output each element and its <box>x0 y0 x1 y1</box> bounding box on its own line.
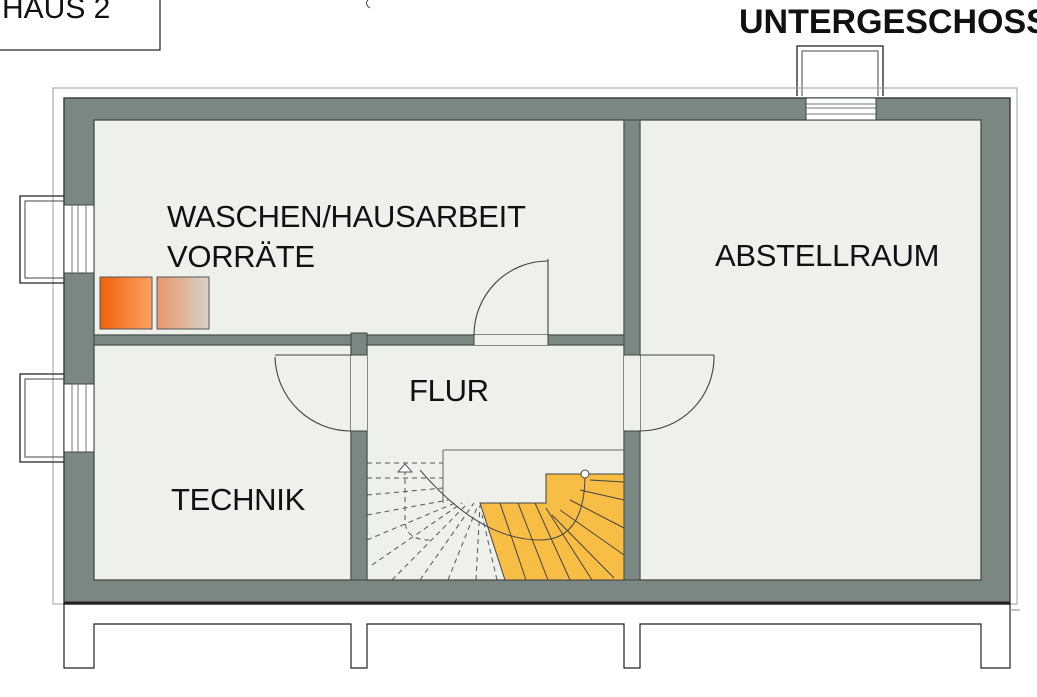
staircase <box>366 449 625 581</box>
wall-abstell-west-upper <box>623 119 641 356</box>
flur-opening-left <box>351 345 367 431</box>
door-technik <box>274 354 352 432</box>
dryer-icon <box>156 276 210 330</box>
door-waschen <box>473 259 549 336</box>
door-opening-waschen <box>474 335 548 345</box>
room-label-flur: FLUR <box>409 373 489 408</box>
wall-technik-east <box>350 430 368 581</box>
window-left-technik <box>19 373 95 463</box>
light-well-top <box>796 45 884 96</box>
foundation <box>63 604 1020 669</box>
wall-pillar <box>350 332 368 356</box>
flur-opening-right <box>624 345 640 431</box>
window-left-waschen <box>19 195 95 284</box>
house-label: HAUS 2 <box>2 0 110 25</box>
room-technik-floor <box>93 344 352 581</box>
floor-title: UNTERGESCHOSS <box>739 3 1037 41</box>
window-top-abstell <box>805 97 877 121</box>
door-abstellraum <box>639 354 715 432</box>
room-label-vorraete: VORRÄTE <box>167 239 315 274</box>
washing-machine-icon <box>99 276 153 330</box>
cropped-mark <box>365 0 371 9</box>
room-label-technik: TECHNIK <box>171 482 306 517</box>
room-abstellraum-floor <box>639 119 982 581</box>
wall-waschen-south-left <box>93 334 475 346</box>
room-label-waschen: WASCHEN/HAUSARBEIT <box>167 199 526 234</box>
wall-abstell-west-lower <box>623 430 641 581</box>
wall-waschen-south-right <box>547 334 625 346</box>
house-label-box: HAUS 2 <box>0 0 161 51</box>
room-label-abstellraum: ABSTELLRAUM <box>715 238 939 273</box>
